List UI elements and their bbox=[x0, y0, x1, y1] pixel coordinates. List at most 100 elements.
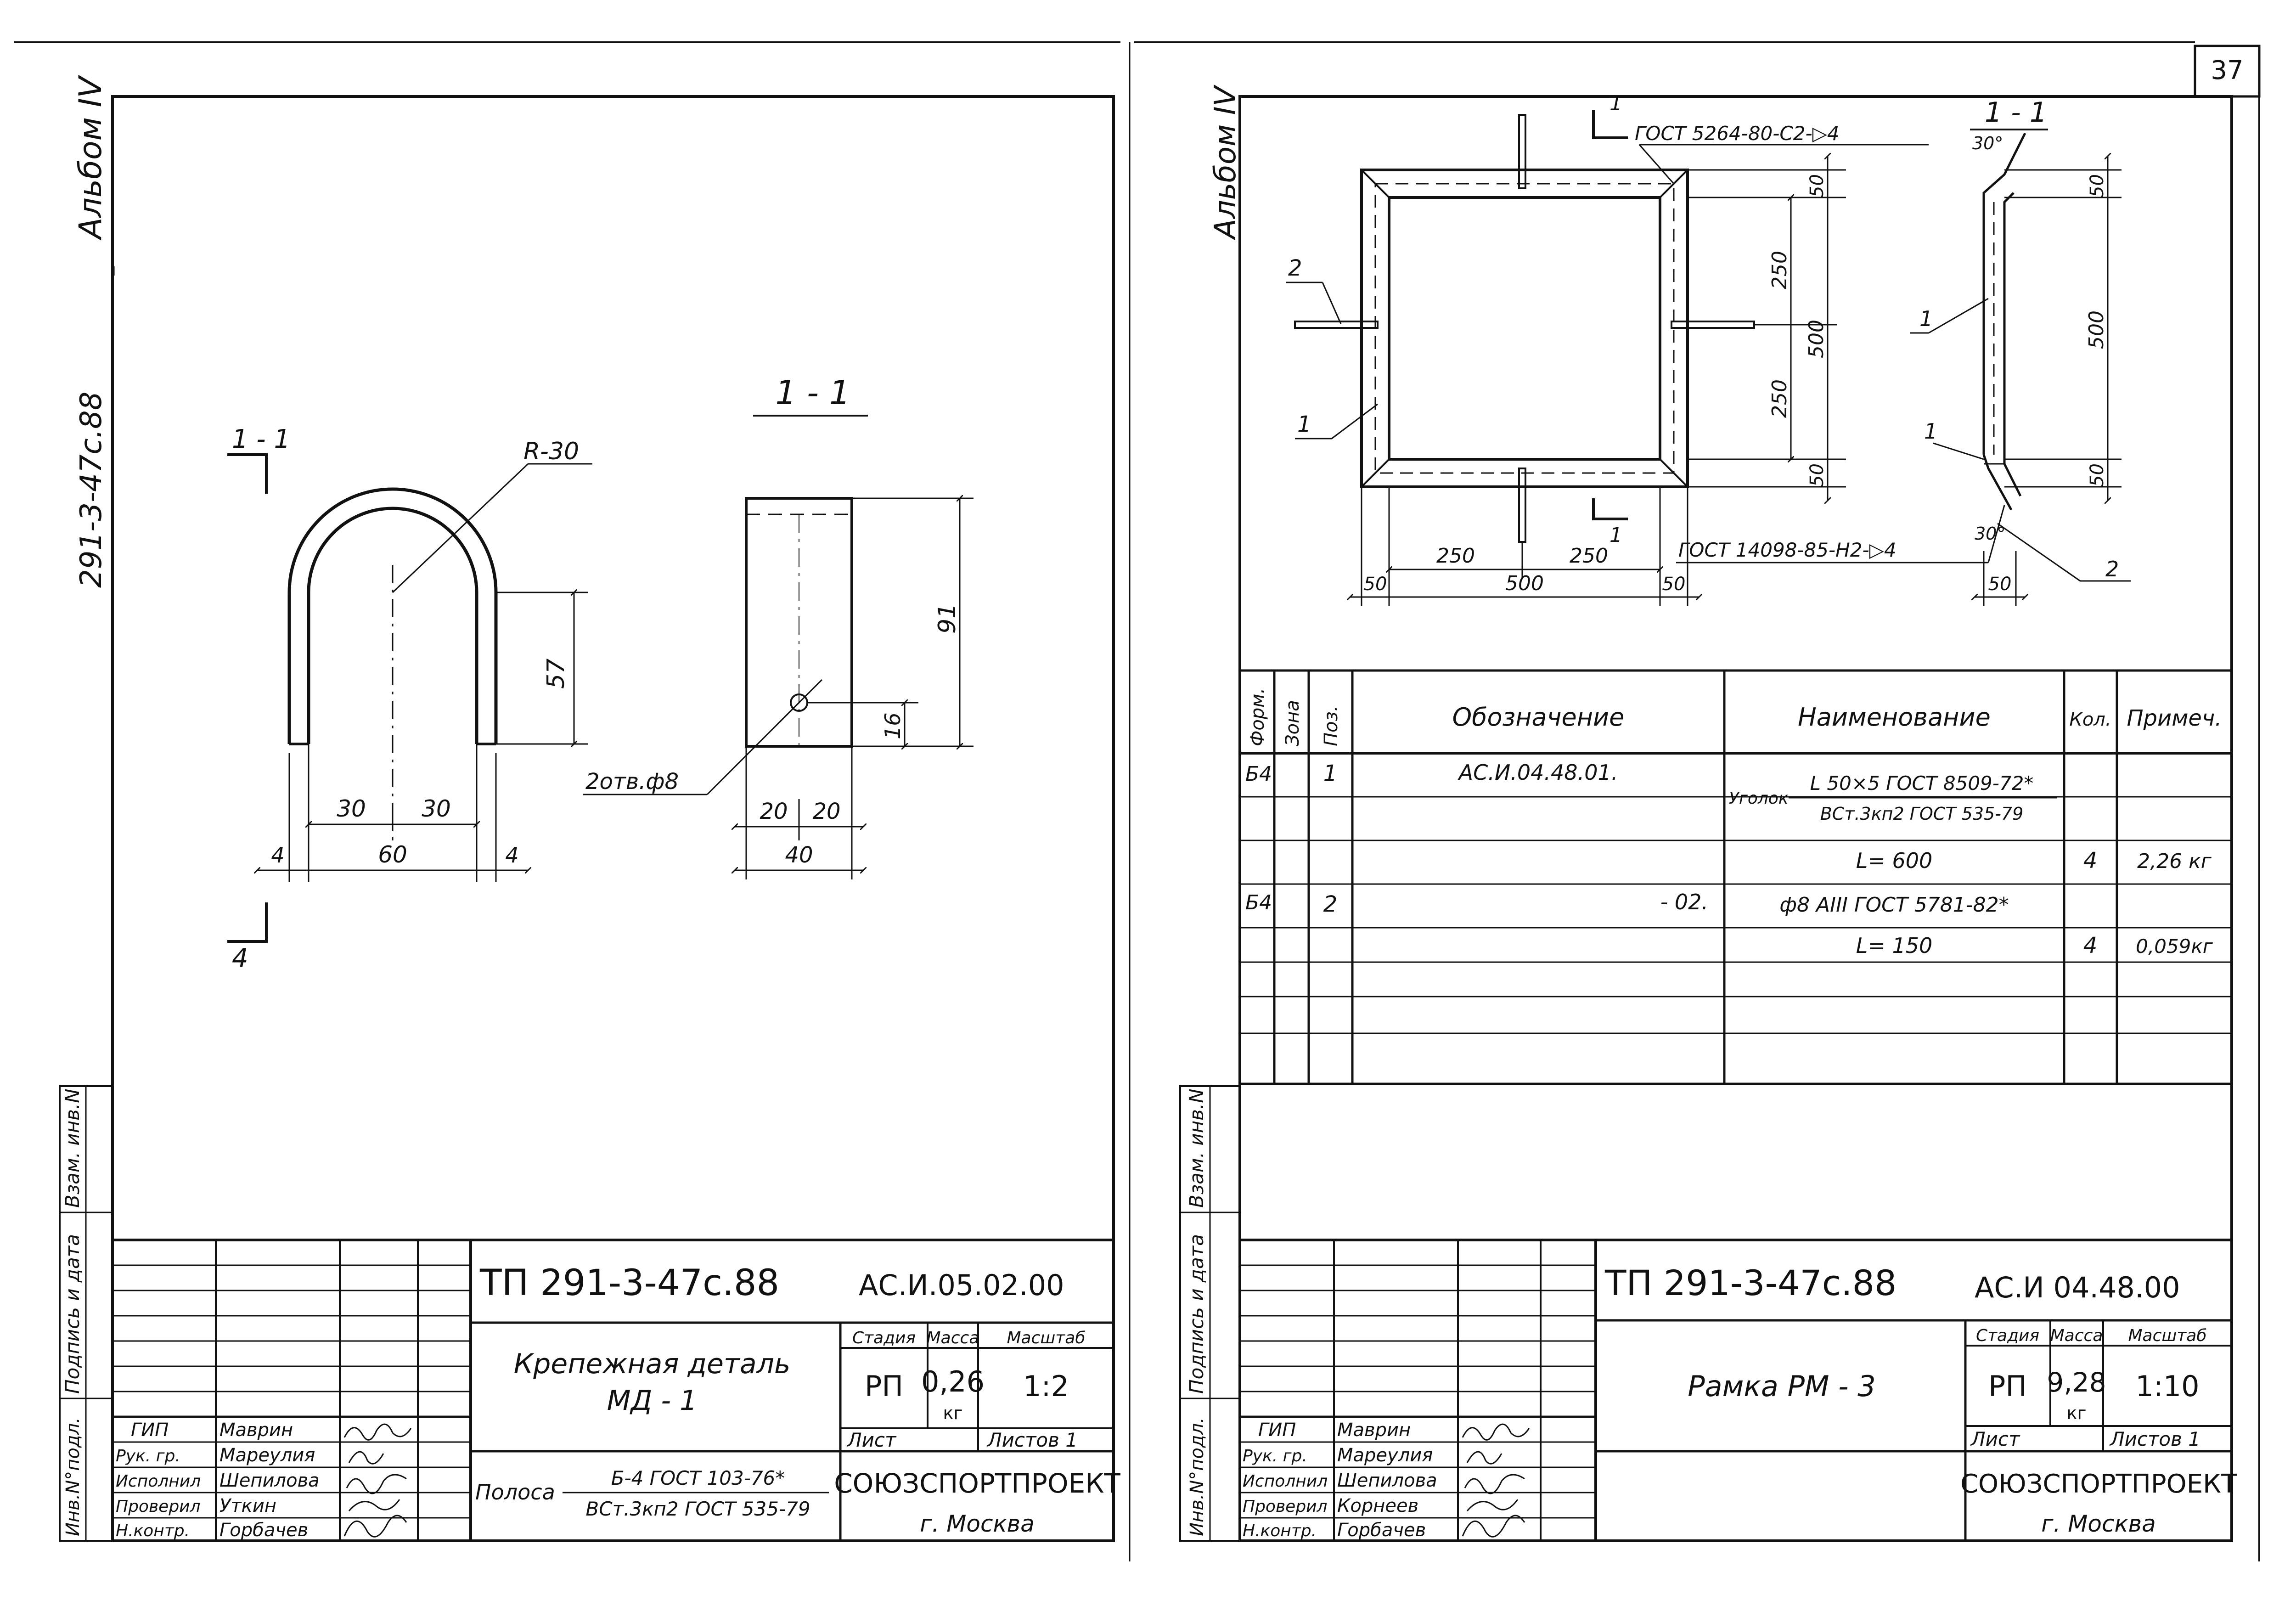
right-name-2: Шепилова bbox=[1337, 1470, 1437, 1491]
left-tb-code: ТП 291-3-47с.88 bbox=[479, 1262, 779, 1304]
right-tb-lists: Листов 1 bbox=[2109, 1428, 2200, 1450]
left-role-4: Н.контр. bbox=[116, 1521, 190, 1540]
right-stamp-inv: Инв.N°подл. bbox=[1187, 1417, 1208, 1536]
left-tb-doc: АС.И.05.02.00 bbox=[859, 1268, 1064, 1302]
spec-header-qty: Кол. bbox=[2069, 709, 2111, 730]
dim-91: 91 bbox=[934, 603, 961, 634]
spec-header-note: Примеч. bbox=[2127, 705, 2222, 731]
right-tb-mass-unit: кг bbox=[2067, 1403, 2087, 1423]
spec-row0-name-bottom: ВСт.3кп2 ГОСТ 535-79 bbox=[1820, 804, 2024, 824]
spec-row0-name-top: L 50×5 ГОСТ 8509-72* bbox=[1810, 772, 2034, 795]
spec-header-form: Форм. bbox=[1247, 688, 1268, 746]
left-name-3: Уткин bbox=[219, 1495, 276, 1516]
right-tb-doc: АС.И 04.48.00 bbox=[1975, 1271, 2180, 1304]
left-tb-city: г. Москва bbox=[920, 1510, 1035, 1537]
dim-r-500: 500 bbox=[1505, 572, 1544, 595]
dim-radius: R-30 bbox=[523, 438, 579, 465]
left-album-code: 291-3-47с.88 bbox=[74, 392, 108, 588]
left-role-1: Рук. гр. bbox=[116, 1447, 180, 1465]
right-sheet: Альбом IV Взам. инв.N Подпись и дата Инв… bbox=[1179, 84, 2260, 1561]
left-tb-org: СОЮЗСПОРТПРОЕКТ bbox=[834, 1468, 1120, 1499]
dim-s-50: 50 bbox=[1988, 574, 2012, 595]
spec-header-pos: Поз. bbox=[1321, 705, 1342, 746]
dim-r-250b: 250 bbox=[1570, 544, 1608, 568]
spec-row3-qty: 4 bbox=[2083, 933, 2098, 958]
right-tb-org: СОЮЗСПОРТПРОЕКТ bbox=[1960, 1469, 2237, 1499]
left-stamp-podpis: Подпись и дата bbox=[61, 1234, 84, 1394]
u-bracket-plan: R-30 57 30 30 60 4 4 1 - 1 4 bbox=[227, 424, 592, 973]
right-name-0: Маврин bbox=[1337, 1420, 1411, 1441]
right-tb-mass: 9,28 bbox=[2047, 1367, 2106, 1398]
spec-header-zone: Зона bbox=[1282, 700, 1303, 746]
spec-header-code: Обозначение bbox=[1452, 703, 1625, 732]
dim-holes: 2отв.ф8 bbox=[585, 769, 679, 795]
dim-4a: 4 bbox=[271, 843, 284, 868]
section-label-left: 1 - 1 bbox=[775, 373, 850, 412]
dim-30a: 30 bbox=[337, 795, 366, 822]
right-album-label: Альбом IV bbox=[1209, 84, 1243, 241]
right-role-2: Исполнил bbox=[1243, 1472, 1328, 1491]
page-number: 37 bbox=[2211, 56, 2243, 85]
right-tb-mass-header: Масса bbox=[2050, 1326, 2103, 1345]
dim-40: 40 bbox=[785, 842, 813, 868]
left-role-3: Проверил bbox=[116, 1497, 201, 1516]
right-frame bbox=[1238, 95, 2233, 1542]
spec-row1-name: L= 600 bbox=[1856, 848, 1933, 873]
left-name-4: Горбачев bbox=[219, 1520, 308, 1541]
section-pos-1b: 1 bbox=[1924, 419, 1937, 444]
right-stamp-vzam: Взам. инв.N bbox=[1185, 1088, 1208, 1208]
pos-2-label: 2 bbox=[1288, 255, 1302, 281]
left-name-1: Мареулия bbox=[219, 1445, 315, 1466]
dim-57: 57 bbox=[542, 659, 570, 689]
left-tb-material-prefix: Полоса bbox=[475, 1480, 555, 1505]
frame-rm3-plan: 2 1 ГОСТ 5264-80-С2-▷4 ГОСТ 14098-85-Н2-… bbox=[1286, 92, 2005, 606]
left-name-2: Шепилова bbox=[219, 1470, 320, 1491]
left-stamp-vzam: Взам. инв.N bbox=[61, 1088, 84, 1208]
dim-4b: 4 bbox=[505, 843, 518, 868]
right-name-1: Мареулия bbox=[1337, 1445, 1433, 1466]
left-tb-material-bottom: ВСт.3кп2 ГОСТ 535-79 bbox=[585, 1498, 810, 1520]
dim-s-v500: 500 bbox=[2085, 310, 2108, 349]
spec-row1-note: 2,26 кг bbox=[2137, 850, 2212, 873]
weld-top: ГОСТ 5264-80-С2-▷4 bbox=[1635, 122, 1840, 145]
spec-row3-note: 0,059кг bbox=[2136, 935, 2213, 958]
right-stamp-podpis: Подпись и дата bbox=[1185, 1234, 1208, 1394]
left-tb-lists: Листов 1 bbox=[986, 1429, 1078, 1451]
dim-r-30top: 30° bbox=[1972, 133, 2003, 153]
right-role-0: ГИП bbox=[1258, 1420, 1296, 1441]
left-album-label: Альбом IV bbox=[73, 74, 109, 241]
dim-r-50b: 50 bbox=[1662, 574, 1686, 595]
left-tb-list: Лист bbox=[846, 1429, 897, 1451]
spec-row0-name-prefix: Уголок bbox=[1729, 789, 1789, 808]
spec-row2-name: ф8 АIII ГОСТ 5781-82* bbox=[1779, 893, 2009, 917]
spec-row3-name: L= 150 bbox=[1856, 933, 1933, 958]
right-tb-scale-header: Масштаб bbox=[2128, 1326, 2206, 1345]
right-role-1: Рук. гр. bbox=[1243, 1447, 1307, 1465]
left-role-0: ГИП bbox=[131, 1420, 169, 1441]
dim-r-50a: 50 bbox=[1364, 574, 1387, 595]
left-stamp-inv: Инв.N°подл. bbox=[62, 1417, 84, 1536]
right-tb-title: Рамка РМ - 3 bbox=[1688, 1369, 1875, 1403]
right-side-stamp: Взам. инв.N Подпись и дата Инв.N°подл. bbox=[1179, 1085, 1241, 1542]
pos-1-label: 1 bbox=[1297, 411, 1311, 437]
left-tb-stage: РП bbox=[865, 1369, 903, 1403]
spec-row1-qty: 4 bbox=[2083, 848, 2098, 873]
section-1-1-right: 1 - 1 30° 30° 1 1 2 50 500 bbox=[1910, 96, 2131, 606]
left-signatures bbox=[343, 1423, 412, 1538]
section-pos-2: 2 bbox=[2105, 557, 2119, 581]
left-name-0: Маврин bbox=[219, 1420, 293, 1441]
spec-row0-pos: 1 bbox=[1323, 761, 1338, 786]
cut-marker-right-top: 1 bbox=[1609, 92, 1622, 115]
right-tb-stage-header: Стадия bbox=[1976, 1326, 2039, 1345]
dim-20b: 20 bbox=[812, 799, 840, 824]
left-tb-mass-header: Масса bbox=[927, 1329, 979, 1347]
section-label-right: 1 - 1 bbox=[1985, 96, 2047, 129]
left-tb-material-top: Б-4 ГОСТ 103-76* bbox=[611, 1467, 785, 1489]
spec-row0-code: АС.И.04.48.01. bbox=[1458, 760, 1618, 785]
right-tb-code: ТП 291-3-47с.88 bbox=[1604, 1262, 1896, 1303]
dim-30b: 30 bbox=[422, 795, 451, 822]
left-tb-scale-header: Масштаб bbox=[1007, 1329, 1085, 1347]
right-role-4: Н.контр. bbox=[1243, 1521, 1317, 1540]
spec-row2-form: Б4 bbox=[1245, 891, 1272, 914]
